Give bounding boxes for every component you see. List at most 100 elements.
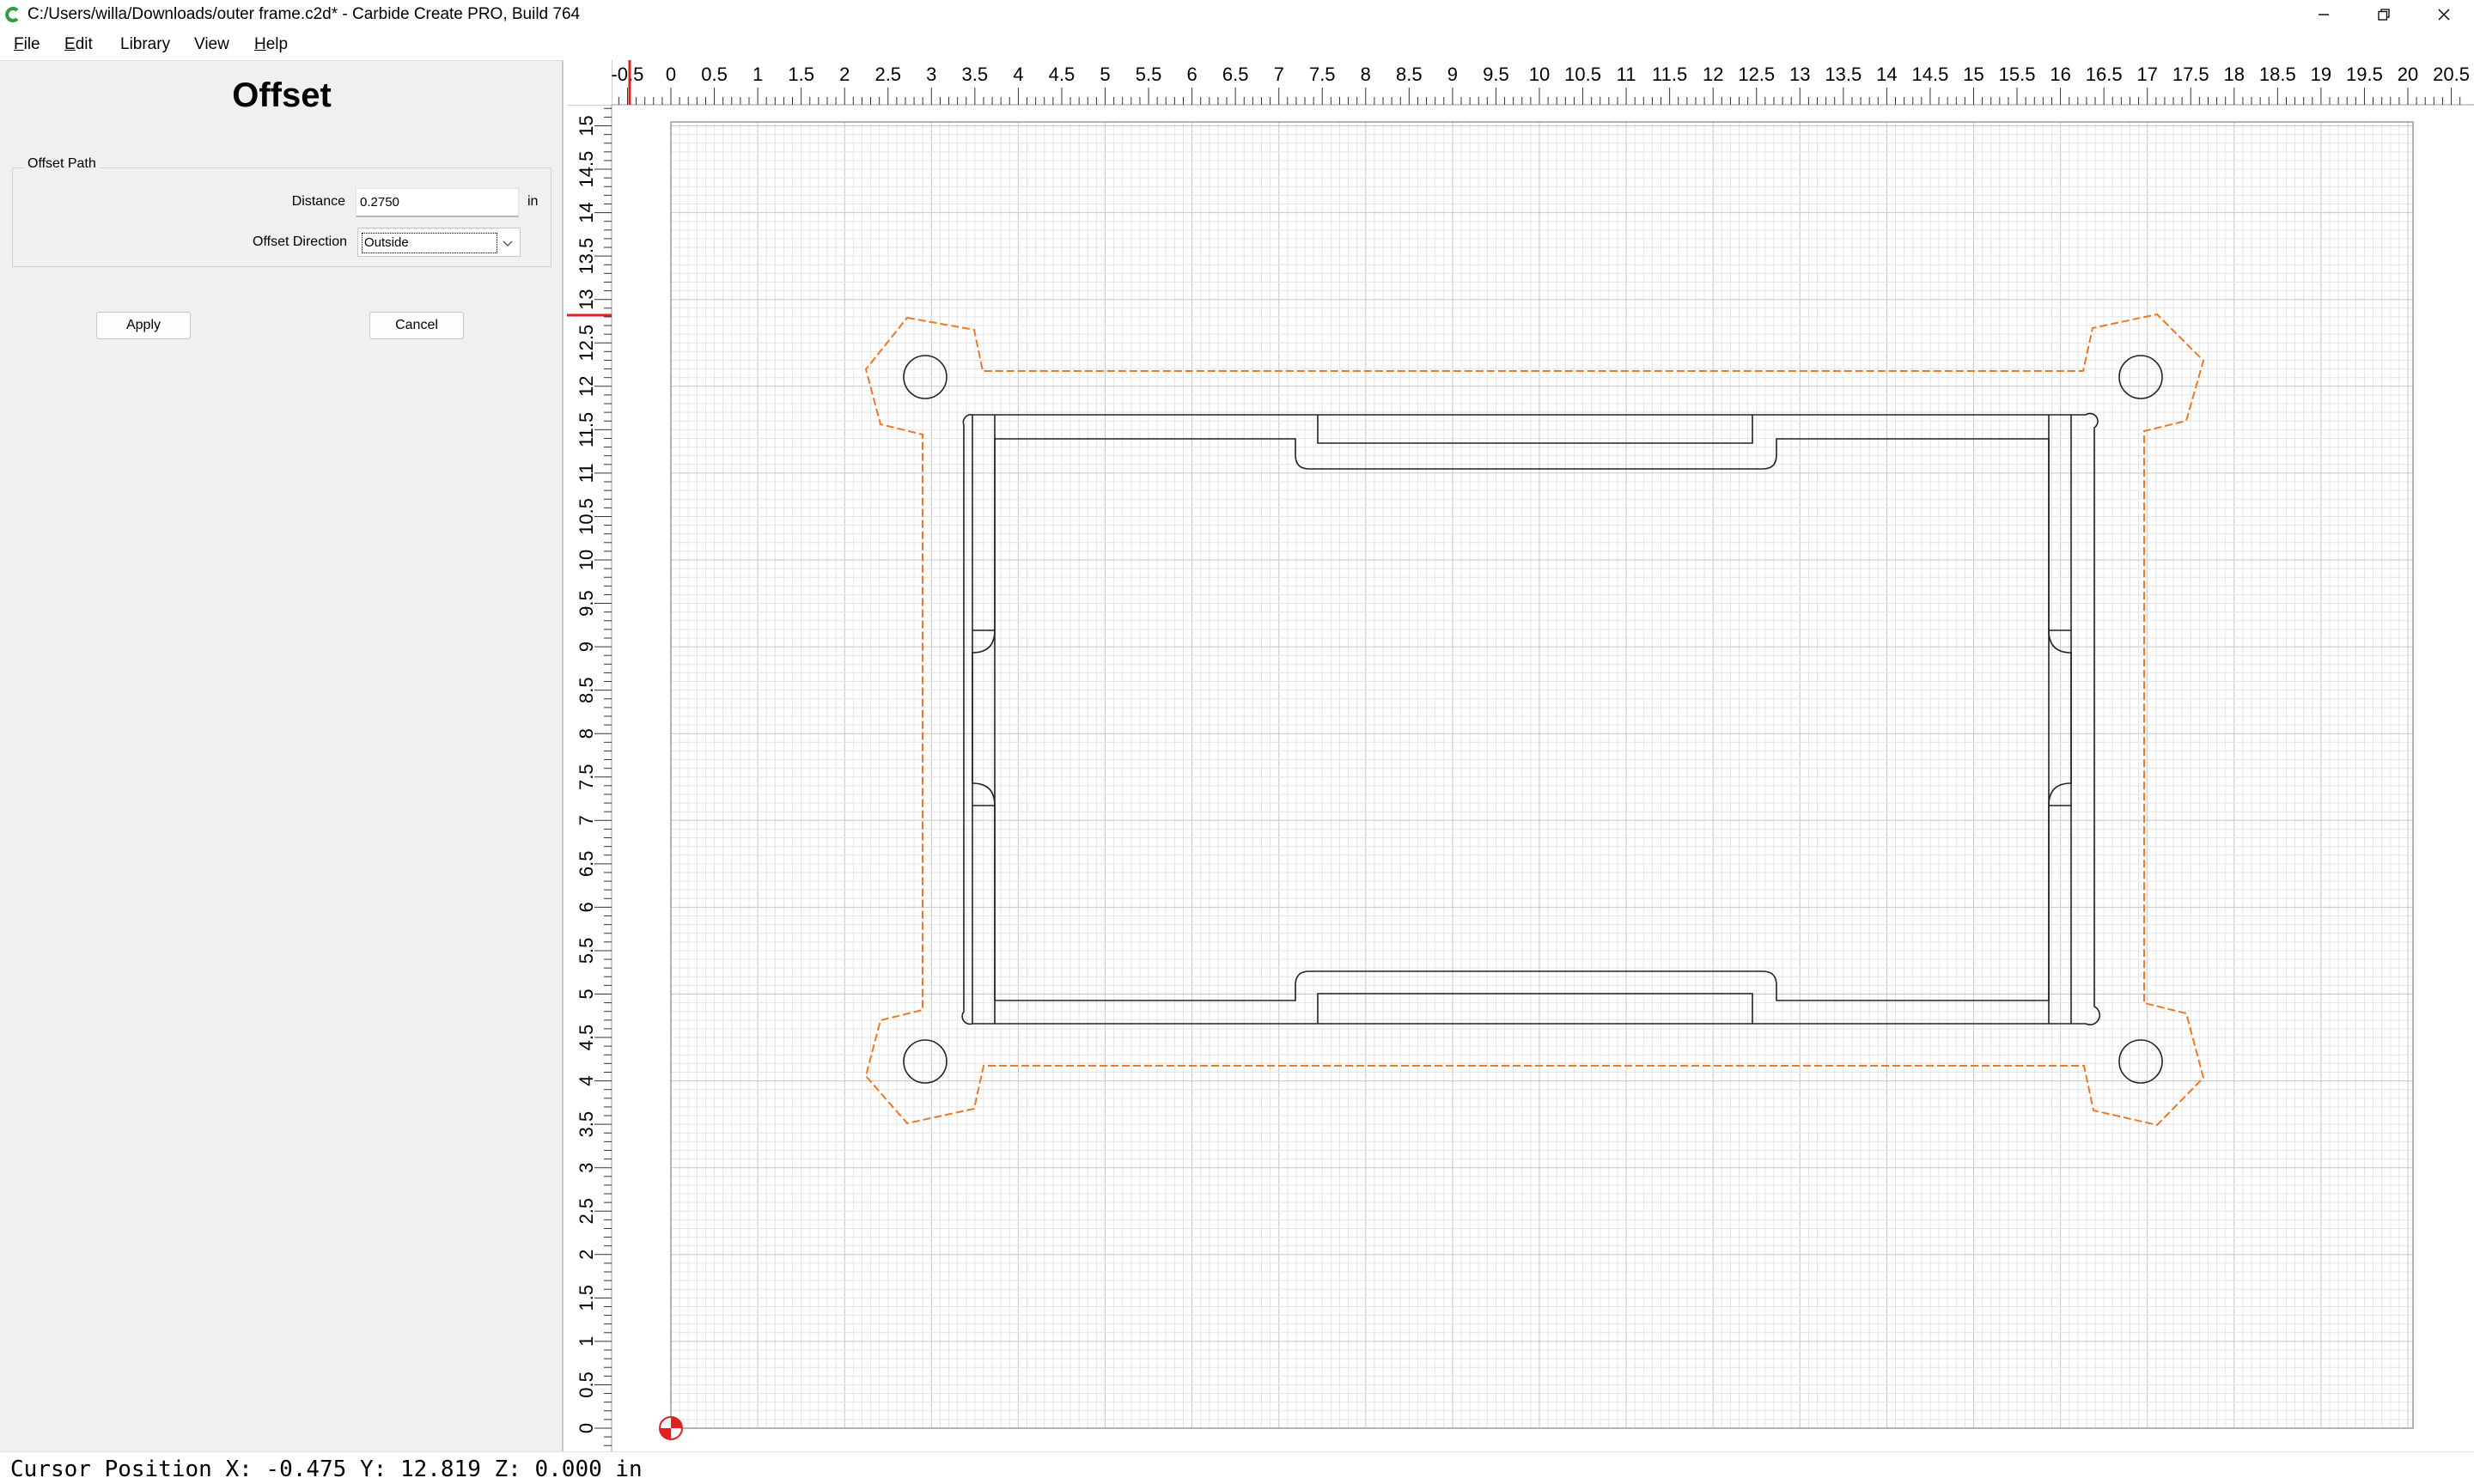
- x-ruler-label: 17: [2136, 64, 2157, 85]
- title-bar: C:/Users/willa/Downloads/outer frame.c2d…: [0, 0, 2474, 29]
- y-ruler-label: 4: [576, 1075, 597, 1086]
- y-ruler-label: 10: [576, 550, 597, 570]
- x-ruler-label: 3.5: [962, 64, 989, 85]
- x-ruler-label: 5.5: [1136, 64, 1162, 85]
- y-ruler-label: 13: [576, 289, 597, 309]
- origin-marker-icon: [659, 1416, 683, 1440]
- x-ruler-label: 11.5: [1652, 64, 1687, 85]
- x-ruler-label: 16: [2050, 64, 2070, 85]
- cancel-button[interactable]: Cancel: [369, 312, 464, 339]
- x-ruler-label: 10.5: [1564, 64, 1601, 85]
- x-ruler-label: 0.5: [701, 64, 728, 85]
- y-ruler-label: 0: [576, 1423, 597, 1433]
- stock-boundary: [670, 121, 2414, 1429]
- x-ruler-label: 11: [1617, 64, 1636, 85]
- y-ruler-label: 9: [576, 642, 597, 652]
- mounting-hole-bottom-left[interactable]: [903, 1039, 948, 1084]
- restore-button[interactable]: [2354, 0, 2414, 29]
- x-ruler-label: 14.5: [1912, 64, 1949, 85]
- group-title: Offset Path: [24, 155, 100, 173]
- y-ruler-label: 5.5: [576, 938, 597, 964]
- x-ruler-label: 6: [1186, 64, 1197, 85]
- cursor-position-readout: Cursor Position X: -0.475 Y: 12.819 Z: 0…: [10, 1457, 643, 1482]
- menu-edit[interactable]: Edit: [64, 34, 93, 55]
- y-ruler-label: 2.5: [576, 1198, 597, 1225]
- x-ruler-label: 18: [2224, 64, 2245, 85]
- offset-path-group: [12, 167, 551, 267]
- menu-view[interactable]: View: [194, 34, 229, 55]
- x-ruler-label: 8.5: [1396, 64, 1423, 85]
- x-ruler-label: 10: [1529, 64, 1550, 85]
- x-ruler-label: 2.5: [874, 64, 901, 85]
- offset-direction-select[interactable]: Outside: [357, 228, 521, 257]
- menu-help[interactable]: Help: [254, 34, 288, 55]
- x-ruler-label: 9.5: [1483, 64, 1509, 85]
- close-button[interactable]: [2414, 0, 2474, 29]
- distance-input[interactable]: [356, 188, 519, 217]
- outer-frame-outline[interactable]: [961, 412, 2100, 1025]
- y-ruler-label: 4.5: [576, 1025, 597, 1051]
- distance-unit: in: [527, 194, 539, 209]
- menu-file[interactable]: File: [14, 34, 40, 55]
- menu-help-label: elp: [265, 35, 289, 53]
- x-ruler-label: 7: [1274, 64, 1284, 85]
- menu-edit-label: dit: [75, 35, 93, 53]
- distance-label: Distance: [291, 194, 345, 209]
- apply-button[interactable]: Apply: [96, 312, 191, 339]
- x-ruler-label: 4: [1013, 64, 1023, 85]
- y-ruler-label: 1: [576, 1336, 597, 1347]
- y-ruler-label: 15: [576, 115, 597, 136]
- mounting-hole-bottom-right[interactable]: [2118, 1039, 2163, 1084]
- y-ruler-label: 8: [576, 728, 597, 739]
- y-ruler-label: 0.5: [576, 1371, 597, 1398]
- offset-direction-value: Outside: [362, 233, 497, 253]
- vertical-ruler: 00.511.522.533.544.555.566.577.588.599.5…: [576, 107, 612, 1446]
- y-ruler-label: 7.5: [576, 763, 597, 790]
- y-ruler-label: 10.5: [576, 498, 597, 535]
- x-ruler-label: 1: [753, 64, 763, 85]
- menu-library-label: Library: [120, 35, 171, 53]
- bottom-slot[interactable]: [1317, 993, 1753, 1024]
- x-ruler-label: 6.5: [1222, 64, 1249, 85]
- window-title: C:/Users/willa/Downloads/outer frame.c2d…: [27, 5, 581, 23]
- x-ruler-label: 7.5: [1309, 64, 1336, 85]
- x-ruler-label: 5: [1100, 64, 1110, 85]
- mounting-hole-top-right[interactable]: [2118, 355, 2163, 399]
- offset-preview-path[interactable]: [864, 313, 2205, 1127]
- y-ruler-label: 7: [576, 815, 597, 825]
- status-bar: Cursor Position X: -0.475 Y: 12.819 Z: 0…: [0, 1451, 2474, 1484]
- minimize-icon: [2319, 14, 2329, 15]
- y-ruler-label: 13.5: [576, 238, 597, 275]
- x-ruler-label: 19: [2311, 64, 2331, 85]
- x-ruler-label: 3: [926, 64, 936, 85]
- y-ruler-label: 2: [576, 1250, 597, 1260]
- y-ruler-label: 14: [576, 202, 597, 222]
- y-ruler-label: 6.5: [576, 851, 597, 878]
- carbide-app-icon: [5, 7, 19, 22]
- x-ruler-label: 12: [1703, 64, 1723, 85]
- x-ruler-label: 15: [1963, 64, 1983, 85]
- y-ruler-label: 12: [576, 376, 597, 397]
- y-ruler-label: 14.5: [576, 151, 597, 188]
- mounting-hole-top-left[interactable]: [903, 355, 948, 399]
- y-ruler-label: 6: [576, 902, 597, 912]
- design-vectors[interactable]: [903, 355, 2163, 1084]
- grid: [670, 122, 2413, 1429]
- y-ruler-label: 1.5: [576, 1285, 597, 1311]
- x-ruler-label: 18.5: [2259, 64, 2296, 85]
- top-slot[interactable]: [1317, 415, 1753, 444]
- x-ruler-label: 14: [1876, 64, 1897, 85]
- menu-file-label: ile: [23, 35, 40, 53]
- y-ruler-label: 3: [576, 1163, 597, 1173]
- menu-bar: File Edit Library View Help: [0, 29, 2474, 60]
- panel-title: Offset: [232, 76, 332, 114]
- y-ruler-label: 3.5: [576, 1111, 597, 1138]
- menu-library[interactable]: Library: [120, 34, 170, 55]
- menu-view-label: View: [194, 35, 229, 53]
- close-icon: [2438, 9, 2450, 21]
- minimize-button[interactable]: [2294, 0, 2354, 29]
- chevron-down-icon: [503, 240, 513, 246]
